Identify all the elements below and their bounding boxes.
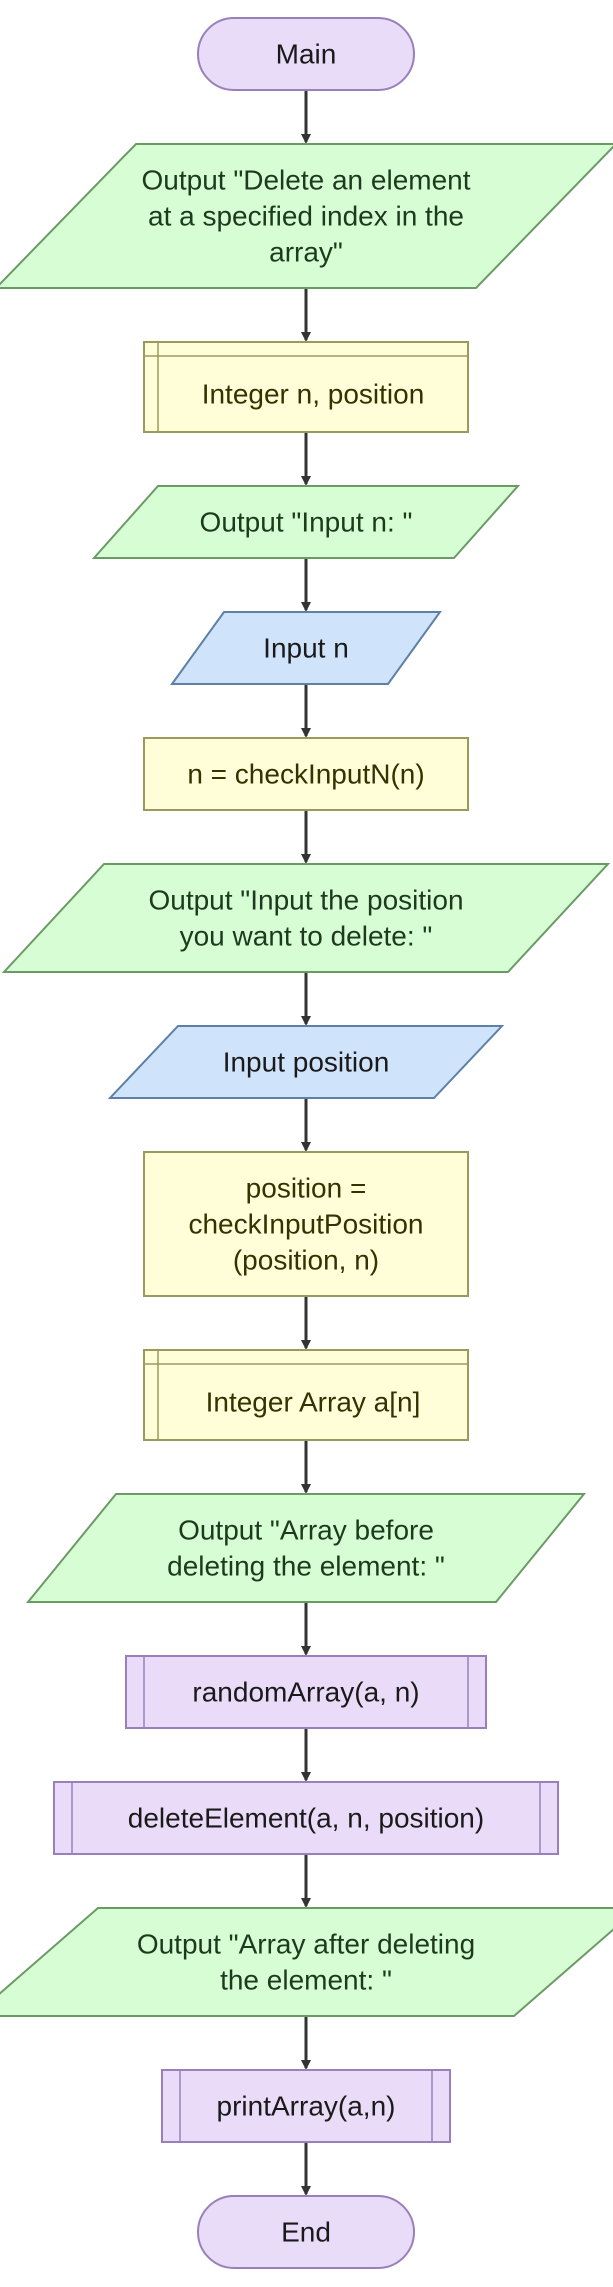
output-input-n-node: Output "Input n: " [91,485,521,559]
declare-rect [143,341,469,433]
output-parallelogram [1,863,611,973]
node-label: n = checkInputN(n) [187,759,424,790]
end-terminal-node: End [197,2195,415,2269]
node-label: Input n [263,633,349,664]
terminal-shape [197,17,415,91]
declare-rect [143,1349,469,1441]
input-parallelogram [170,611,442,685]
node-label: Output "Array before [178,1515,434,1546]
output-parallelogram [0,1907,613,2017]
input-n-node: Input n [170,611,442,685]
declare-array-node: Integer Array a[n] [143,1349,469,1441]
node-label: Main [276,39,337,70]
output-before-node: Output "Array before deleting the element… [25,1493,587,1603]
output-parallelogram [0,143,613,289]
node-label: checkInputPosition [188,1209,423,1240]
output-parallelogram [25,1493,587,1603]
node-label: you want to delete: " [180,921,433,952]
process-rect [143,737,469,811]
node-label: Input position [223,1047,390,1078]
output-after-node: Output "Array after deleting the element:… [0,1907,613,2017]
main-terminal-node: Main [197,17,415,91]
node-label: array" [269,237,343,268]
node-label: (position, n) [233,1245,379,1276]
call-rect [161,2069,451,2143]
node-label: randomArray(a, n) [192,1677,419,1708]
terminal-shape [197,2195,415,2269]
assign-n-node: n = checkInputN(n) [143,737,469,811]
input-parallelogram [107,1025,505,1099]
node-label: deleting the element: " [167,1551,445,1582]
node-label: Integer Array a[n] [206,1387,421,1418]
node-label: Integer n, position [202,379,425,410]
call-random-array-node: randomArray(a, n) [125,1655,487,1729]
node-label: Output "Delete an element [141,165,470,196]
process-rect [143,1151,469,1297]
node-label: printArray(a,n) [217,2091,396,2122]
node-label: End [281,2217,331,2248]
node-label: position = [246,1173,367,1204]
call-rect [53,1781,559,1855]
output-input-position-node: Output "Input the position you want to de… [1,863,611,973]
node-label: deleteElement(a, n, position) [128,1803,484,1834]
output-parallelogram [91,485,521,559]
node-label: Output "Input the position [148,885,463,916]
call-rect [125,1655,487,1729]
input-position-node: Input position [107,1025,505,1099]
node-label: Output "Input n: " [200,507,413,538]
output-intro-node: Output "Delete an element at a specified … [0,143,613,289]
call-print-array-node: printArray(a,n) [161,2069,451,2143]
assign-position-node: position = checkInputPosition (position, n… [143,1151,469,1297]
node-label: at a specified index in the [148,201,464,232]
declare-n-position-node: Integer n, position [143,341,469,433]
call-delete-element-node: deleteElement(a, n, position) [53,1781,559,1855]
node-label: Output "Array after deleting [137,1929,475,1960]
node-label: the element: " [220,1965,392,1996]
